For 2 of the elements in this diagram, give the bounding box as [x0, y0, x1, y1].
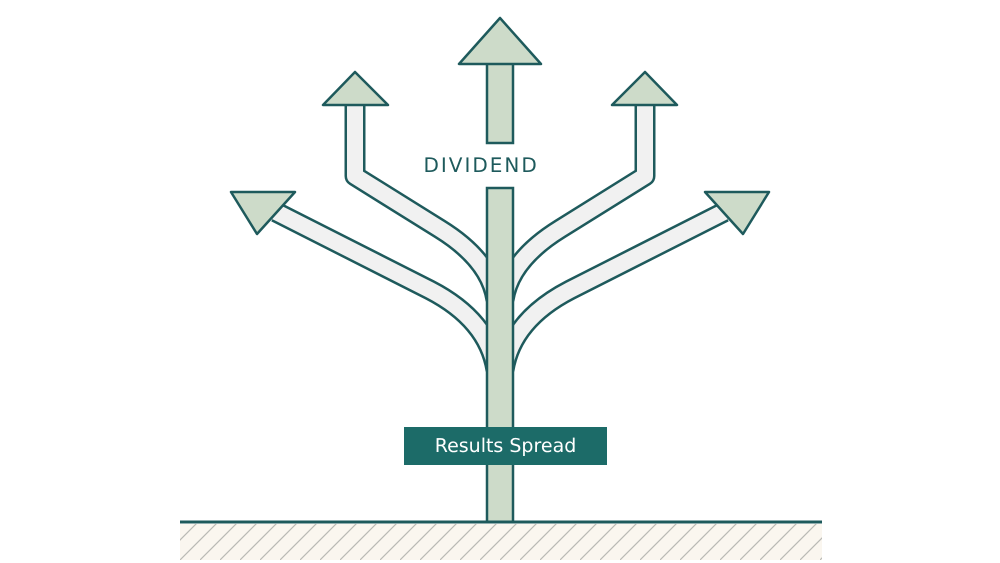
label-box: Results Spread: [404, 427, 607, 465]
shaft-label: DIVIDEND: [424, 155, 539, 175]
